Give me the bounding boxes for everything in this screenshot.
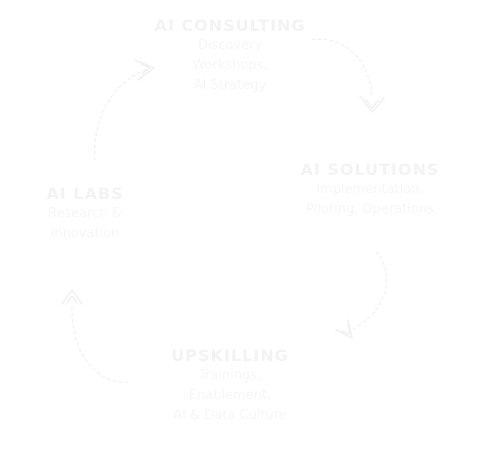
node-title: AI SOLUTIONS xyxy=(300,160,440,179)
node-title: AI CONSULTING xyxy=(154,16,306,35)
node-description-line: Discovery xyxy=(197,38,263,53)
node-title: UPSKILLING xyxy=(171,346,289,365)
node-description-line: Research & xyxy=(48,206,122,221)
arrow-labs-to-consulting xyxy=(94,59,155,161)
node-ai-solutions: AI SOLUTIONS Implementation, Piloting, O… xyxy=(270,160,470,220)
node-description-line: AI & Data Culture xyxy=(173,408,287,423)
node-description-line: Trainings, xyxy=(198,368,262,383)
node-description-line: Workshops, xyxy=(192,58,268,73)
node-description-line: Enablement, xyxy=(188,388,272,403)
arrow-upskilling-to-labs xyxy=(61,289,129,383)
node-ai-labs: AI LABS Research & Innovation xyxy=(20,184,150,244)
node-description-line: Implementation, xyxy=(316,182,424,197)
node-description-line: Innovation xyxy=(50,226,120,241)
node-upskilling: UPSKILLING Trainings, Enablement, AI & D… xyxy=(130,346,330,426)
arrow-consulting-to-solutions xyxy=(311,38,385,113)
node-description-line: AI Strategy xyxy=(193,78,267,93)
node-title: AI LABS xyxy=(46,184,124,203)
node-ai-consulting: AI CONSULTING Discovery Workshops, AI St… xyxy=(130,16,330,96)
arrow-solutions-to-upskilling xyxy=(335,251,388,339)
node-description-line: Piloting, Operations xyxy=(306,202,434,217)
